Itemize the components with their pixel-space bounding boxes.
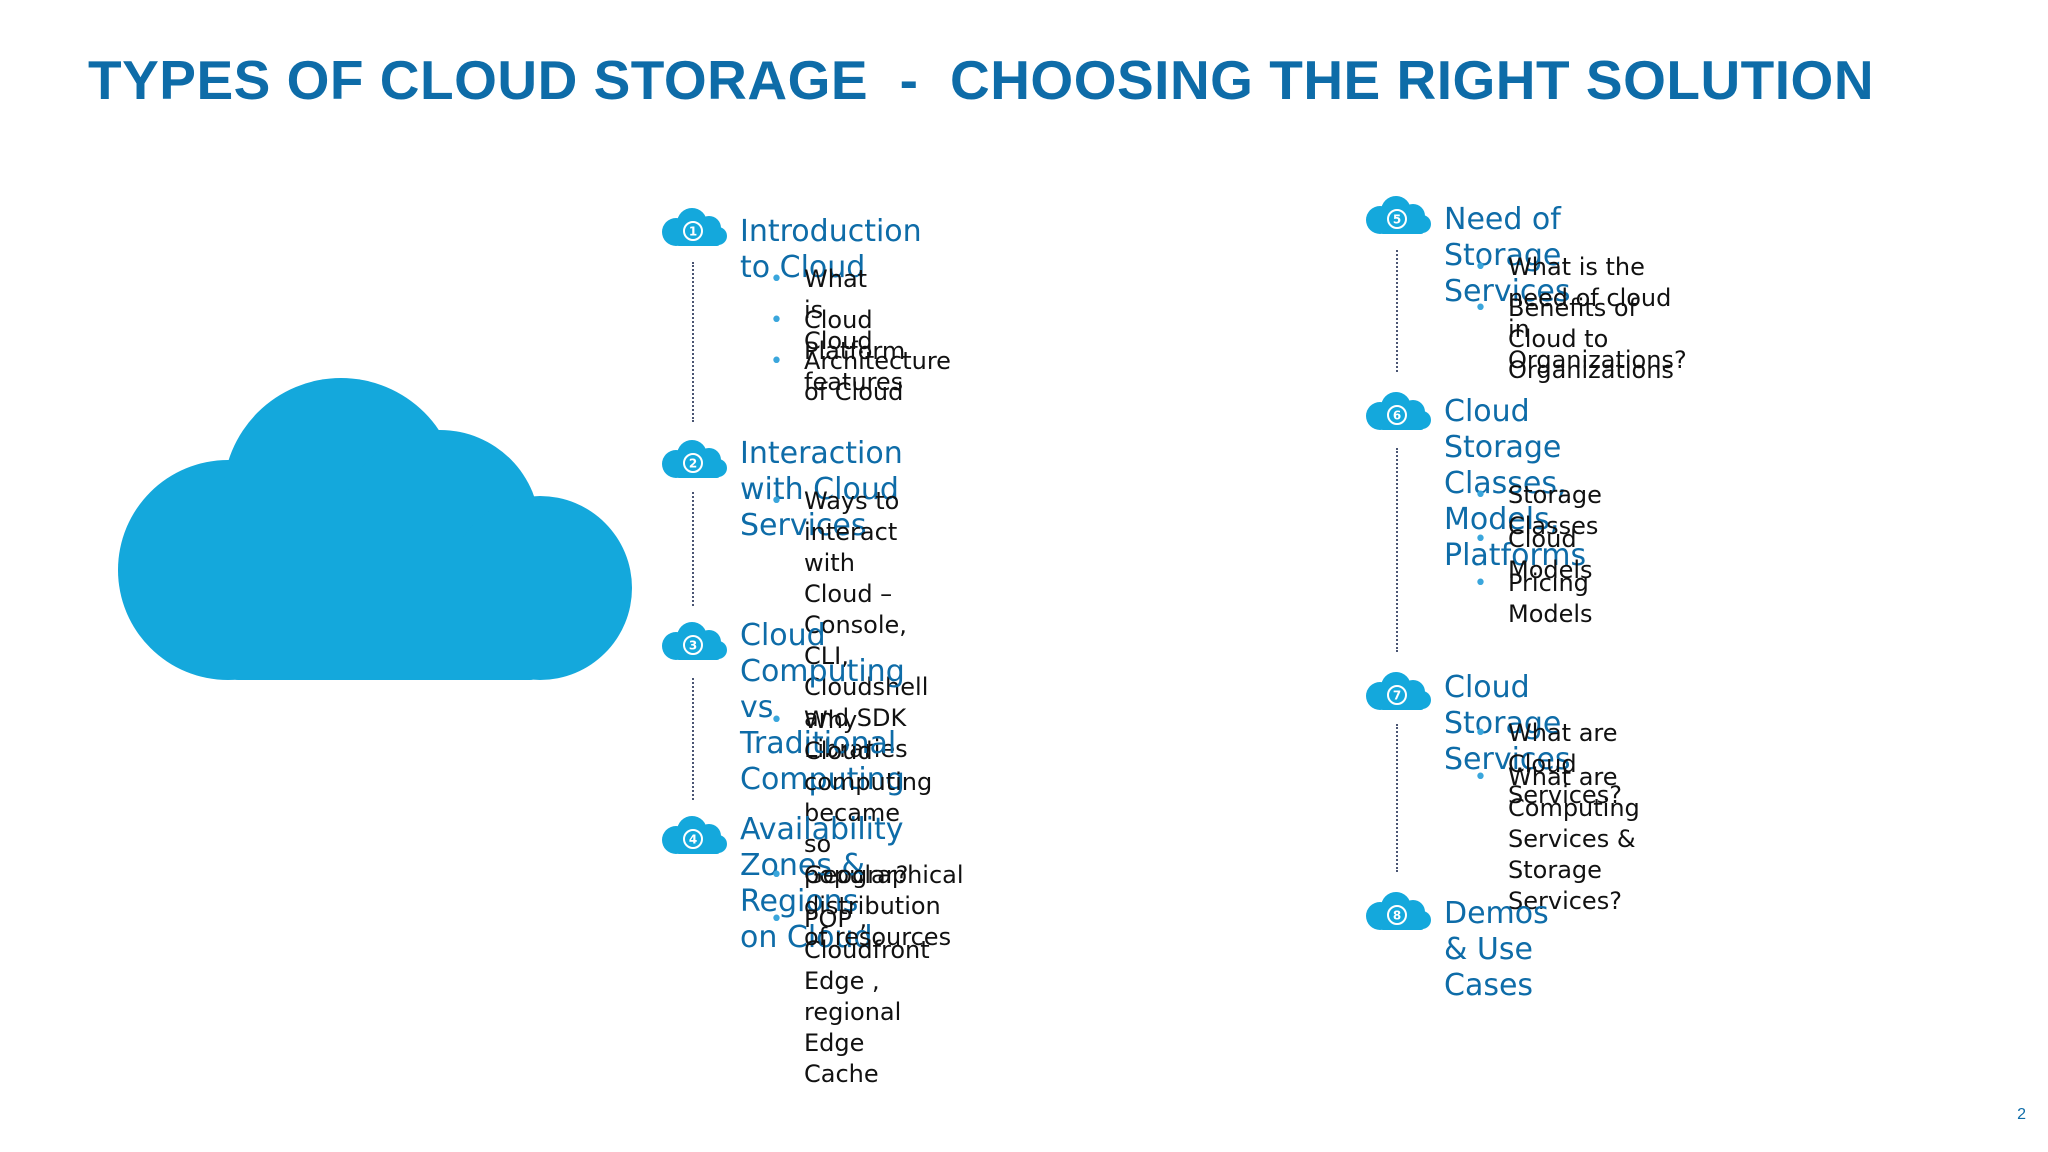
bullet-dot: • bbox=[770, 349, 783, 374]
bullet-text: Geographical distribution of resources bbox=[804, 861, 964, 951]
bullet-item: • Geographical distribution of resources bbox=[770, 860, 964, 953]
bullet-item: • What are Cloud Services? bbox=[1474, 718, 1622, 811]
timeline-connector bbox=[692, 262, 694, 422]
timeline-connector bbox=[1396, 250, 1398, 372]
page-title: TYPES OF CLOUD STORAGE - CHOOSING THE RI… bbox=[88, 49, 1875, 111]
bullet-text: What is the need of cloud in Organizatio… bbox=[1508, 253, 1687, 374]
section-number: 7 bbox=[1393, 689, 1401, 703]
bullet-dot: • bbox=[770, 907, 783, 932]
section-heading: Cloud Storage Services bbox=[1444, 670, 1571, 778]
bullet-text: Benefits of Cloud to Organizations bbox=[1508, 294, 1674, 384]
section-heading-line: Cloud Storage Classes, Models, bbox=[1444, 394, 1567, 537]
bullet-text: What are Cloud Services? bbox=[1508, 719, 1622, 809]
section-number: 5 bbox=[1393, 213, 1401, 227]
section-number: 6 bbox=[1393, 409, 1401, 423]
bullet-dot: • bbox=[770, 308, 783, 333]
timeline-connector bbox=[692, 678, 694, 800]
numbered-cloud-icon: 2 bbox=[662, 440, 727, 478]
bullet-text: What is Cloud bbox=[804, 265, 873, 355]
section-heading: Interaction with Cloud Services bbox=[740, 436, 903, 544]
bullet-item: • Ways to interact with Cloud – Console, … bbox=[770, 486, 928, 765]
bullet-text: POP , Cloudfront Edge , regional Edge Ca… bbox=[804, 905, 930, 1088]
bullet-text: What are Computing Services & Storage bbox=[1508, 763, 1640, 884]
section-heading-line: Cloud Storage Services bbox=[1444, 670, 1571, 777]
timeline-connector bbox=[1396, 448, 1398, 652]
section-number: 3 bbox=[689, 639, 697, 653]
timeline-connector bbox=[692, 492, 694, 606]
section-heading: Cloud Storage Classes, Models,Platforms bbox=[1444, 394, 1586, 574]
numbered-cloud-icon: 5 bbox=[1366, 196, 1431, 234]
bullet-item: • Cloud Platform features bbox=[770, 305, 905, 398]
section-heading-line: Computing bbox=[740, 762, 905, 797]
bullet-dot: • bbox=[770, 863, 783, 888]
section-heading-line: Platforms bbox=[1444, 538, 1587, 573]
section-number: 2 bbox=[689, 457, 697, 471]
bullet-item: • POP , Cloudfront Edge , regional Edge C… bbox=[770, 904, 930, 1090]
numbered-cloud-icon: 7 bbox=[1366, 672, 1431, 710]
section-heading-line: Introduction to Cloud bbox=[740, 214, 922, 285]
section-heading: Introduction to Cloud bbox=[740, 214, 922, 286]
bullet-dot: • bbox=[1474, 721, 1487, 746]
section-heading-line: Cloud Computing vs Traditional bbox=[740, 618, 905, 761]
bullet-dot: • bbox=[1474, 255, 1487, 280]
bullet-item: • Cloud Models bbox=[1474, 524, 1593, 586]
numbered-cloud-icon: 1 bbox=[662, 208, 727, 246]
bullet-text: Services? bbox=[1508, 887, 1622, 915]
bullet-dot: • bbox=[1474, 765, 1487, 790]
numbered-cloud-icon: 6 bbox=[1366, 392, 1431, 430]
bullet-text: Cloudshell and SDK Libraries bbox=[804, 673, 929, 763]
bullet-text: Why Cloud computing became so popular? bbox=[804, 706, 933, 889]
bullet-item: • Why Cloud computing became so popular? bbox=[770, 705, 932, 891]
section-heading-line: Demos & Use Cases bbox=[1444, 896, 1549, 1003]
bullet-item: • What is Cloud bbox=[770, 264, 873, 357]
bullet-dot: • bbox=[1474, 527, 1487, 552]
section-number: 4 bbox=[689, 833, 697, 847]
bullet-text: Pricing Models bbox=[1508, 569, 1593, 628]
bullet-item: • Benefits of Cloud to Organizations bbox=[1474, 293, 1674, 386]
numbered-cloud-icon: 3 bbox=[662, 622, 727, 660]
section-heading-line: Need of Storage Services bbox=[1444, 202, 1571, 309]
bullet-text: Ways to interact with Cloud – Console, C… bbox=[804, 487, 907, 670]
timeline-connector bbox=[1396, 724, 1398, 872]
section-heading-line: Interaction with Cloud Services bbox=[740, 436, 903, 543]
bullet-text: Architecture of Cloud bbox=[804, 347, 951, 406]
section-number: 1 bbox=[689, 225, 697, 239]
numbered-cloud-icon: 4 bbox=[662, 816, 727, 854]
bullet-item: • Architecture of Cloud bbox=[770, 346, 951, 408]
section-heading: Need of Storage Services bbox=[1444, 202, 1571, 310]
section-number: 8 bbox=[1393, 909, 1401, 923]
bullet-dot: • bbox=[1474, 483, 1487, 508]
bullet-text: Cloud Models bbox=[1508, 525, 1593, 584]
section-heading-line: Availability Zones & Regions on Cloud bbox=[740, 812, 904, 955]
bullet-dot: • bbox=[770, 489, 783, 514]
bullet-item: • What is the need of cloud in Organizati… bbox=[1474, 252, 1687, 376]
numbered-cloud-icon: 8 bbox=[1366, 892, 1431, 930]
bullet-text: Storage Classes bbox=[1508, 481, 1602, 540]
bullet-dot: • bbox=[770, 267, 783, 292]
bullet-dot: • bbox=[1474, 296, 1487, 321]
cloud-icon bbox=[118, 378, 632, 680]
page-number: 2 bbox=[2017, 1106, 2026, 1123]
section-heading: Availability Zones & Regions on Cloud bbox=[740, 812, 904, 956]
bullet-dot: • bbox=[1474, 571, 1487, 596]
bullet-dot: • bbox=[770, 708, 783, 733]
bullet-item: • Pricing Models bbox=[1474, 568, 1593, 630]
bullet-item: • Storage Classes bbox=[1474, 480, 1602, 542]
section-heading: Demos & Use Cases bbox=[1444, 896, 1549, 1004]
bullet-text: Cloud Platform features bbox=[804, 306, 906, 396]
